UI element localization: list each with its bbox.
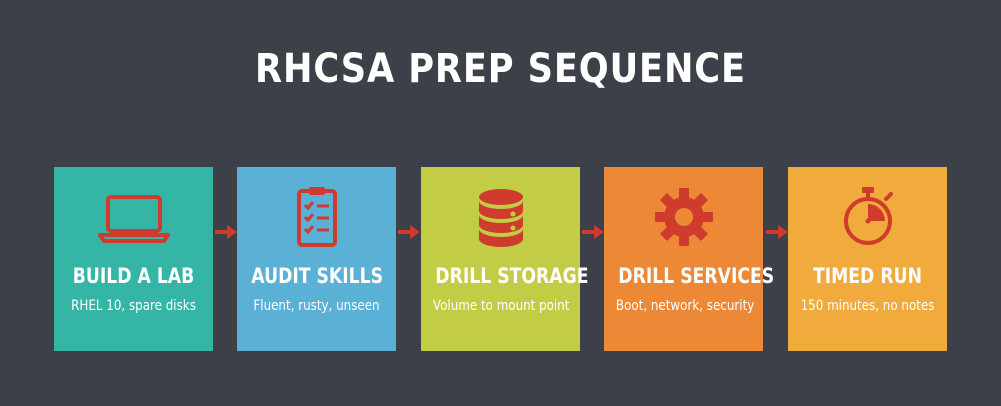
clipboard-checklist-icon — [237, 185, 396, 249]
step-card-drill-services: DRILL SERVICES Boot, network, security — [604, 167, 775, 351]
step-description: Fluent, rusty, unseen — [253, 298, 380, 314]
page-title: RHCSA PREP SEQUENCE — [255, 46, 746, 92]
arrow-right-icon — [582, 225, 604, 239]
step-label: BUILD A LAB — [72, 264, 195, 288]
step-label: TIMED RUN — [812, 264, 922, 288]
step-card-build-a-lab: BUILD A LAB RHEL 10, spare disks — [54, 167, 213, 351]
step-description: RHEL 10, spare disks — [71, 298, 196, 314]
step-card-audit-skills: AUDIT SKILLS Fluent, rusty, unseen — [237, 167, 396, 351]
stopwatch-icon — [788, 185, 947, 249]
step-label: AUDIT SKILLS — [251, 264, 384, 288]
step-description: Volume to mount point — [432, 298, 570, 314]
arrow-right-icon — [398, 225, 420, 239]
step-label: DRILL SERVICES — [618, 264, 775, 288]
step-card-drill-storage: DRILL STORAGE Volume to mount point — [421, 167, 589, 351]
step-description: 150 minutes, no notes — [800, 298, 935, 314]
step-card-timed-run: TIMED RUN 150 minutes, no notes — [788, 167, 947, 351]
step-description: Boot, network, security — [615, 298, 755, 314]
database-icon — [421, 185, 580, 249]
laptop-icon — [54, 185, 213, 249]
gear-icon — [604, 185, 763, 249]
arrow-right-icon — [766, 225, 788, 239]
step-label: DRILL STORAGE — [435, 264, 589, 288]
arrow-right-icon — [215, 225, 237, 239]
